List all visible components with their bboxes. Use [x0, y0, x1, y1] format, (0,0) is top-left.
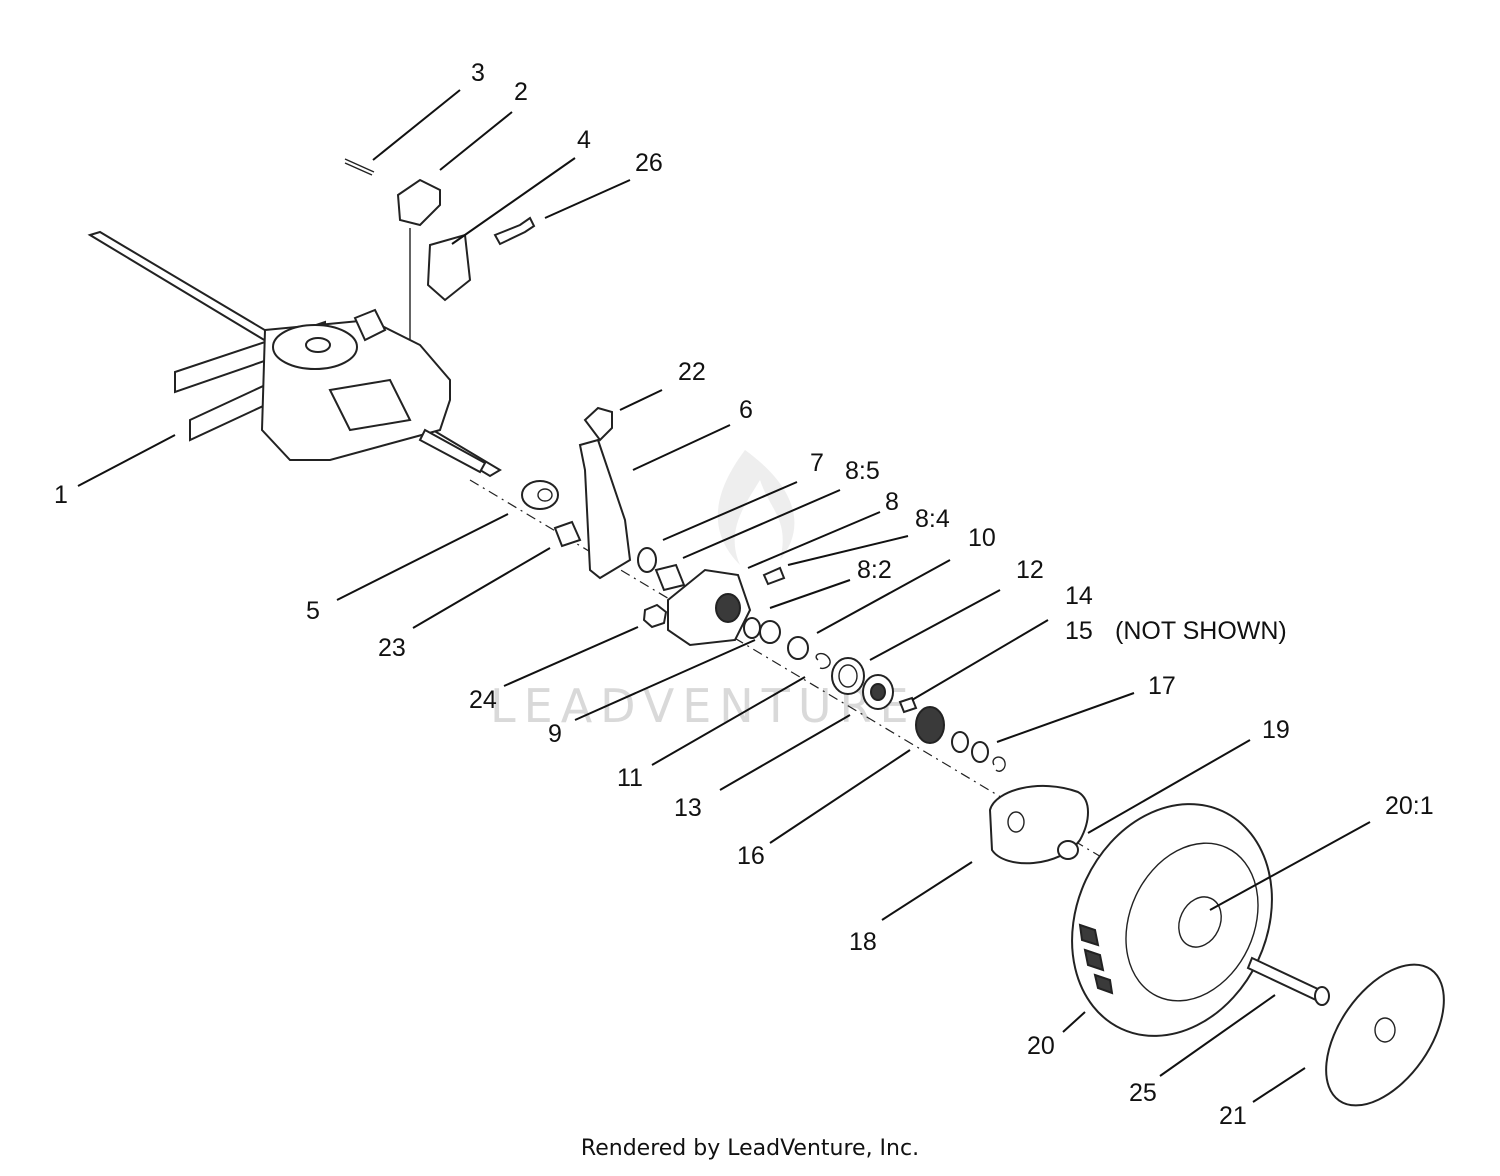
- callout-26: 26: [635, 149, 663, 177]
- axle-centerline: [469, 479, 1216, 926]
- callout-1: 1: [54, 481, 68, 509]
- mount-bracket: [426, 233, 472, 302]
- pinion-gear: [915, 706, 945, 744]
- callout-25: 25: [1129, 1079, 1157, 1107]
- callout-19: 19: [1262, 716, 1290, 744]
- callout-9: 9: [548, 720, 562, 748]
- thrust-washer: [787, 636, 809, 660]
- hubcap: [1325, 963, 1445, 1107]
- retaining-clip: [583, 406, 613, 442]
- callout-17: 17: [1148, 672, 1176, 700]
- leader-lines: [77, 89, 1371, 1103]
- gear-washer: [743, 617, 761, 639]
- callout-15-note: (NOT SHOWN): [1115, 617, 1287, 645]
- pinion-clip: [992, 756, 1006, 772]
- callout-labels: 1 2 3 4 26 22 6 7 8:5 8 8:4 10 8:2 12 14…: [54, 59, 1434, 1130]
- callout-8: 8: [885, 488, 899, 516]
- pinion-washer: [951, 731, 969, 753]
- adjuster-knob: [396, 178, 441, 227]
- shoulder-bolt: [1246, 956, 1322, 1002]
- watermark-logo: [717, 450, 795, 565]
- callout-16: 16: [737, 842, 765, 870]
- drive-key: [898, 696, 918, 714]
- bushing: [654, 563, 686, 592]
- callout-5: 5: [306, 597, 320, 625]
- callout-7: 7: [810, 449, 824, 477]
- callout-11: 11: [617, 764, 643, 792]
- callout-22: 22: [678, 358, 706, 386]
- callout-20-1: 20:1: [1385, 792, 1434, 820]
- cotter-pin: [344, 158, 375, 176]
- callout-18: 18: [849, 928, 877, 956]
- callout-13: 13: [674, 794, 702, 822]
- spacer-washer: [521, 480, 559, 510]
- callout-10: 10: [968, 524, 996, 552]
- wheel-hub-rim: [1125, 842, 1259, 1002]
- callout-23: 23: [378, 634, 406, 662]
- callout-8-5: 8:5: [845, 457, 880, 485]
- pivot-screw: [553, 520, 582, 548]
- tire-tread: [1078, 923, 1114, 995]
- callout-12: 12: [1016, 556, 1044, 584]
- transmission-assembly: [87, 230, 502, 478]
- callout-21: 21: [1219, 1102, 1247, 1130]
- callout-4: 4: [577, 126, 591, 154]
- dust-seal: [831, 657, 865, 695]
- pinion-spacer: [971, 741, 989, 763]
- callout-6: 6: [739, 396, 753, 424]
- grease-fitting: [762, 566, 786, 586]
- wheel-washer: [1057, 840, 1079, 860]
- e-clip: [815, 652, 831, 670]
- callout-14: 14: [1065, 582, 1093, 610]
- footer-credit: Rendered by LeadVenture, Inc.: [580, 1136, 920, 1161]
- callout-2: 2: [514, 78, 528, 106]
- callout-8-2: 8:2: [857, 556, 892, 584]
- hex-nut: [642, 603, 668, 629]
- callout-8-4: 8:4: [915, 505, 950, 533]
- callout-20: 20: [1027, 1032, 1055, 1060]
- hex-bolt: [493, 216, 536, 246]
- callout-15: 15: [1065, 617, 1093, 645]
- flat-washer: [759, 620, 781, 644]
- drive-plate: [578, 438, 632, 580]
- snap-ring: [637, 547, 657, 573]
- callout-3: 3: [471, 59, 485, 87]
- wheel-hub: [1178, 896, 1222, 948]
- gear-case: [667, 568, 752, 647]
- callout-24: 24: [469, 686, 497, 714]
